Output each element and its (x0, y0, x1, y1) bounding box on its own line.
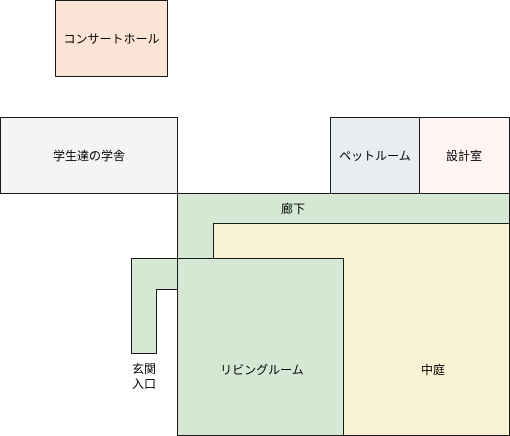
concert-hall-label: コンサートホール (63, 32, 159, 46)
living-room[interactable]: リビングルーム (177, 258, 344, 436)
entrance-label-line1: 玄関 (132, 361, 156, 376)
entrance-label-line2: 入口 (132, 377, 156, 391)
living-room-label: リビングルーム (220, 363, 304, 377)
student-hall-room[interactable]: 学生達の学舎 (0, 117, 178, 194)
pet-room[interactable]: ペットルーム (330, 117, 420, 194)
entrance-area[interactable]: 玄関 入口 (131, 258, 178, 392)
courtyard-label: 中庭 (421, 362, 445, 377)
concert-hall-room[interactable]: コンサートホール (55, 0, 168, 77)
pet-room-label: ペットルーム (339, 149, 411, 163)
student-hall-label: 学生達の学舎 (53, 148, 125, 163)
design-room-label: 設計室 (446, 148, 482, 163)
design-room[interactable]: 設計室 (419, 117, 510, 194)
corridor-label: 廊下 (281, 201, 305, 216)
